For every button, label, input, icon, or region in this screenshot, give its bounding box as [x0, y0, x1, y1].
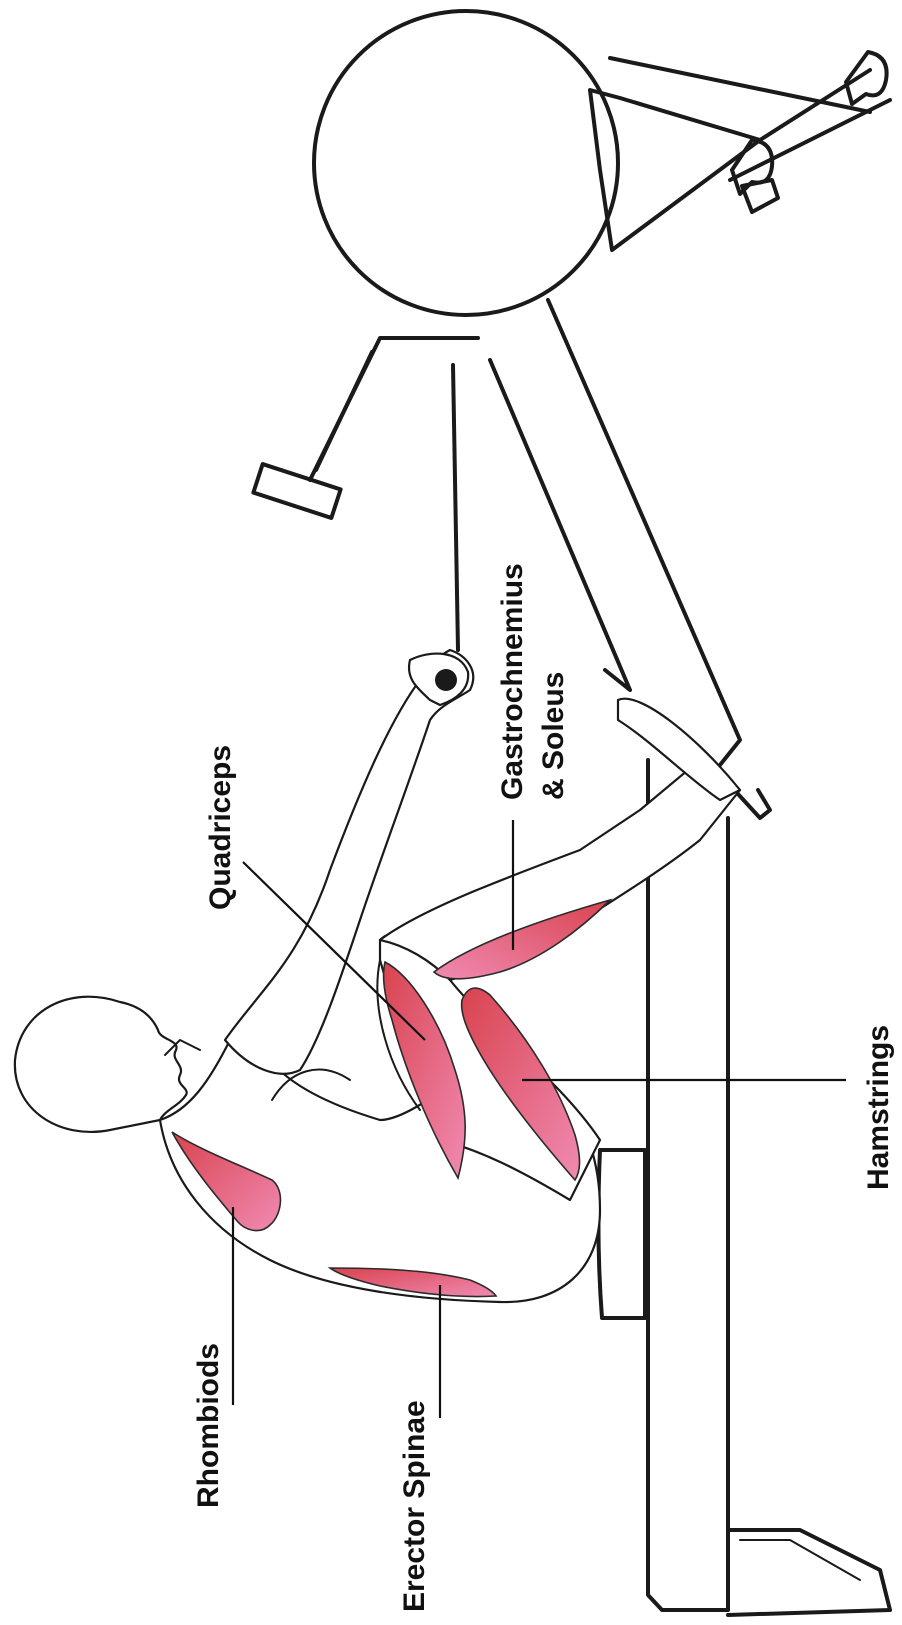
flywheel: [314, 11, 618, 315]
gastrocnemius-label: Gastrochnemius: [496, 563, 529, 800]
erector-spinae-label: Erector Spinae: [398, 1400, 431, 1612]
monitor-arm-inner: [316, 352, 372, 470]
seat: [598, 1150, 645, 1318]
rowing-machine: [253, 11, 890, 1615]
monitor: [253, 464, 340, 518]
front-foot-top: [846, 52, 887, 104]
rower-figure: [15, 650, 740, 1302]
soleus-label: & Soleus: [537, 672, 570, 800]
head: [15, 997, 187, 1132]
rear-base: [728, 1530, 890, 1615]
quadriceps-label: Quadriceps: [204, 745, 237, 910]
rhombiods-label: Rhombiods: [192, 1343, 225, 1508]
handle-grip: [435, 669, 457, 691]
rear-base-detail: [740, 1540, 860, 1580]
front-frame: [590, 58, 870, 250]
monorail: [648, 760, 728, 1610]
hamstrings-label: Hamstrings: [862, 1025, 895, 1190]
front-foot-bottom: [742, 180, 778, 212]
handle-chain: [453, 365, 458, 650]
